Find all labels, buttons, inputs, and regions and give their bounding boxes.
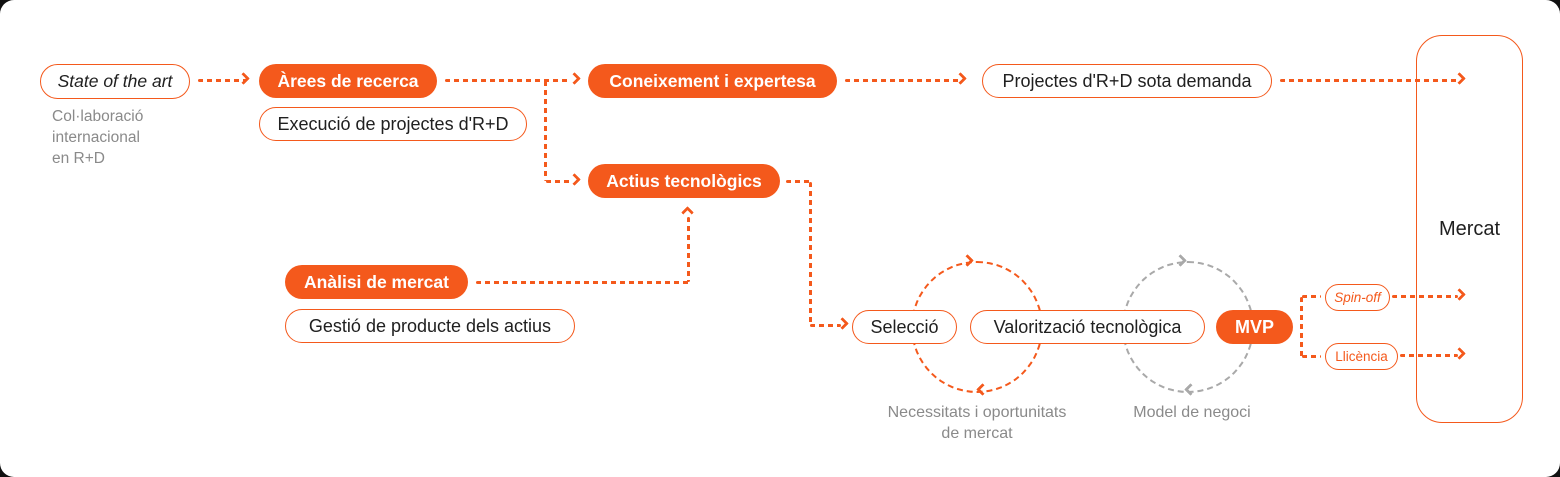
node-label: Àrees de recerca	[277, 70, 419, 91]
arrowhead-icon	[568, 173, 581, 186]
node-label: Execució de projectes d'R+D	[277, 113, 509, 134]
connector-actius-right	[786, 180, 810, 183]
bracket-to-llicencia	[1302, 355, 1321, 358]
arrow-arees-to-coneixement	[445, 79, 571, 82]
node-coneixement-expertesa: Coneixement i expertesa	[588, 64, 837, 98]
arrow-spinoff-to-mercat	[1392, 295, 1458, 298]
node-label: Llicència	[1335, 349, 1388, 364]
label-model-de-negoci: Model de negoci	[1133, 404, 1251, 421]
node-gestio-producte: Gestió de producte dels actius	[285, 309, 575, 343]
node-analisi-de-mercat: Anàlisi de mercat	[285, 265, 468, 299]
node-label: Gestió de producte dels actius	[308, 315, 552, 336]
arrowhead-icon	[568, 72, 581, 85]
bracket-mvp	[1300, 297, 1303, 357]
connector-analisi-right	[476, 281, 690, 284]
node-label: Actius tecnològics	[606, 170, 762, 191]
node-label: Selecció	[870, 316, 939, 337]
node-label: MVP	[1234, 316, 1274, 337]
node-label: Spin-off	[1334, 290, 1381, 305]
state-of-the-art-caption: Col·laboració internacional en R+D	[52, 106, 212, 169]
connector-actius-down	[809, 182, 812, 324]
node-seleccio: Selecció	[852, 310, 957, 344]
node-mvp: MVP	[1216, 310, 1293, 344]
arrowhead-icon	[954, 72, 967, 85]
node-state-of-the-art: State of the art	[40, 64, 190, 99]
arrow-llicencia-to-mercat	[1400, 354, 1458, 357]
arrow-branch-to-actius	[546, 180, 572, 183]
caption-line: en R+D	[52, 150, 105, 167]
node-valoritzacio-tecnologica: Valorització tecnològica	[970, 310, 1205, 344]
node-spin-off: Spin-off	[1325, 284, 1390, 311]
connector-analisi-up	[687, 217, 690, 282]
node-label: Anàlisi de mercat	[304, 271, 449, 292]
label-necessitats-oportunitats: Necessitats i oportunitats de mercat	[887, 404, 1067, 442]
caption-line: internacional	[52, 129, 140, 146]
node-projectes-sota-demanda: Projectes d'R+D sota demanda	[982, 64, 1272, 98]
arrowhead-icon	[836, 317, 849, 330]
arrow-to-seleccio	[810, 324, 841, 327]
arrow-projectes-to-mercat	[1280, 79, 1458, 82]
node-arees-de-recerca: Àrees de recerca	[259, 64, 437, 98]
node-label: Valorització tecnològica	[993, 316, 1182, 337]
mercat-box: Mercat	[1416, 35, 1523, 423]
node-label: Coneixement i expertesa	[609, 70, 816, 91]
branch-arees-down	[544, 81, 547, 181]
arrow-coneixement-to-projectes	[845, 79, 963, 82]
caption-line: Col·laboració	[52, 108, 144, 125]
mercat-label: Mercat	[1438, 217, 1501, 240]
arrowhead-icon	[681, 206, 694, 219]
bracket-to-spinoff	[1302, 295, 1321, 298]
node-label: Projectes d'R+D sota demanda	[1002, 70, 1252, 91]
arrowhead-icon	[237, 72, 250, 85]
node-actius-tecnologics: Actius tecnològics	[588, 164, 780, 198]
node-label: State of the art	[57, 71, 173, 91]
arrow-state-to-arees	[198, 79, 246, 82]
node-llicencia: Llicència	[1325, 343, 1398, 370]
node-execucio-projectes: Execució de projectes d'R+D	[259, 107, 527, 141]
